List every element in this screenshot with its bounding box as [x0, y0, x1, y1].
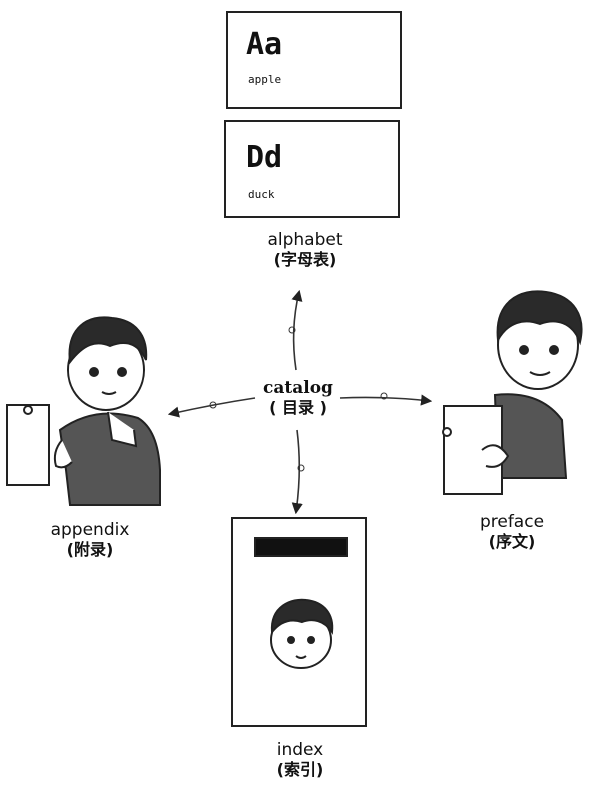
arrow-right	[339, 394, 433, 406]
label-preface-zh: (序文)	[488, 532, 536, 551]
label-preface: preface (序文)	[452, 512, 572, 552]
label-appendix-zh: (附录)	[66, 540, 114, 559]
label-appendix: appendix (附录)	[30, 520, 150, 560]
index-book-illustration	[231, 517, 367, 727]
arrow-up	[291, 289, 303, 371]
card-letters: Aa	[246, 27, 283, 62]
arrow-left	[167, 397, 256, 418]
label-index-en: index	[276, 740, 324, 760]
label-catalog-en: catalog	[263, 378, 333, 398]
label-alphabet-zh: (字母表)	[273, 250, 337, 269]
boy-preface-illustration	[442, 290, 583, 495]
boy-appendix-illustration	[6, 316, 161, 506]
card-letters: Dd	[246, 140, 283, 175]
card-word: apple	[248, 73, 282, 86]
arrow-down	[291, 429, 303, 515]
label-preface-en: preface	[479, 512, 545, 532]
alphabet-card-apple: Aa apple	[226, 11, 402, 109]
label-alphabet: alphabet (字母表)	[240, 230, 370, 270]
label-alphabet-en: alphabet	[267, 230, 343, 250]
alphabet-card-duck: Dd duck	[224, 120, 400, 218]
label-appendix-en: appendix	[50, 520, 130, 540]
label-index-zh: (索引)	[276, 760, 324, 779]
card-word: duck	[248, 188, 275, 201]
label-index: index (索引)	[240, 740, 360, 780]
label-catalog: catalog ( 目录 )	[238, 378, 358, 418]
label-catalog-zh: ( 目录 )	[269, 398, 327, 417]
